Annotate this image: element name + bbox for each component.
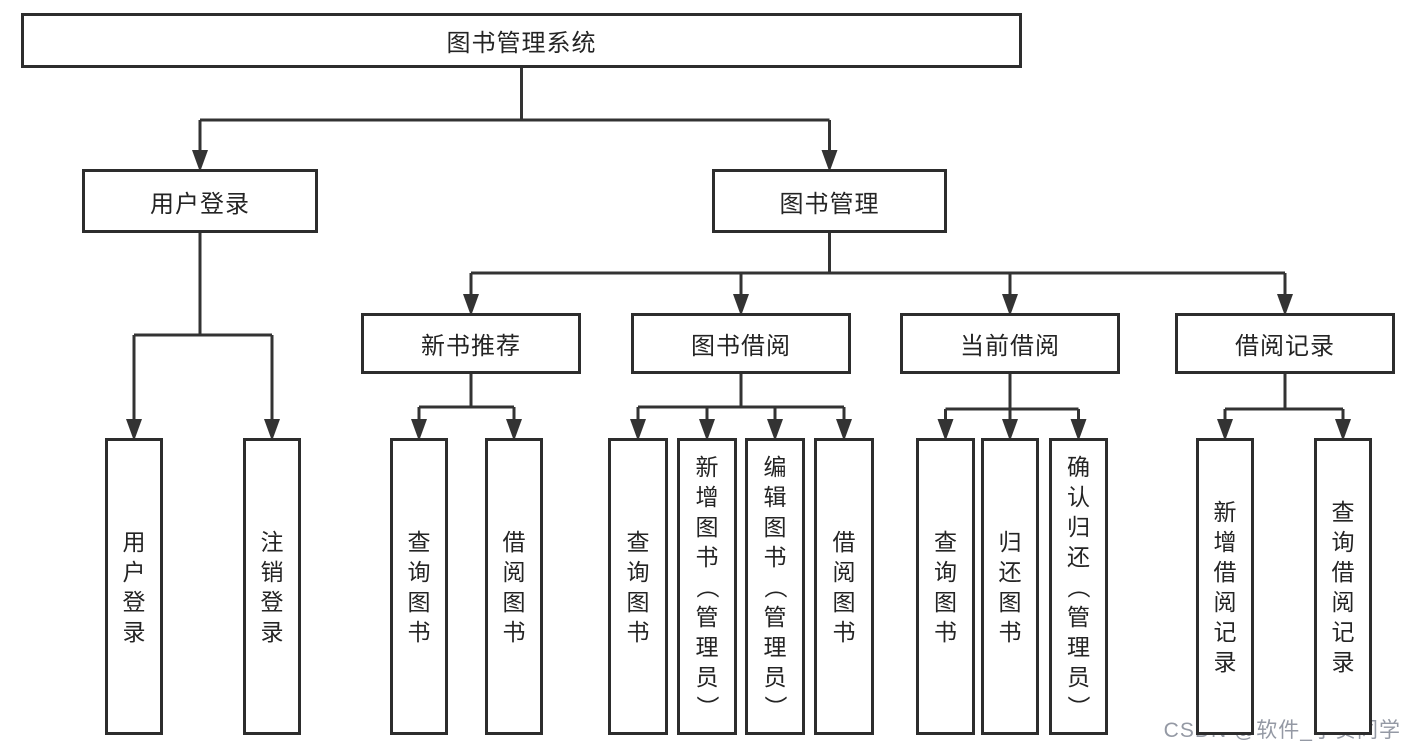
node-label: 借阅图书 <box>832 528 856 645</box>
node-br-add: 新增借阅记录 <box>1196 438 1254 735</box>
node-label: 借阅图书 <box>502 528 526 645</box>
node-label: 新增图书（管理员） <box>694 453 720 719</box>
arrowhead <box>767 419 783 441</box>
node-borrowrec: 借阅记录 <box>1175 313 1395 374</box>
arrowhead <box>264 419 280 441</box>
node-label: 借阅记录 <box>1235 333 1335 360</box>
arrowhead <box>192 150 208 172</box>
arrowhead <box>463 294 479 316</box>
node-label: 新书推荐 <box>421 333 521 360</box>
node-cb-return: 归还图书 <box>981 438 1039 735</box>
node-nb-query: 查询图书 <box>390 438 448 735</box>
node-cb-confirm: 确认归还（管理员） <box>1049 438 1108 735</box>
node-label: 查询图书 <box>407 528 431 645</box>
node-bookmgmt: 图书管理 <box>712 169 947 233</box>
node-newbook: 新书推荐 <box>361 313 581 374</box>
node-cb-query: 查询图书 <box>916 438 975 735</box>
node-label: 确认归还（管理员） <box>1065 453 1092 719</box>
arrowhead <box>699 419 715 441</box>
node-login: 用户登录 <box>82 169 318 233</box>
arrowhead <box>1070 419 1087 441</box>
node-label: 查询借阅记录 <box>1331 498 1355 675</box>
arrowhead <box>411 419 427 441</box>
arrowhead <box>821 150 838 172</box>
node-label: 图书借阅 <box>691 333 791 360</box>
node-currborrow: 当前借阅 <box>900 313 1120 374</box>
node-nb-borrow: 借阅图书 <box>485 438 543 735</box>
arrowhead <box>1335 419 1351 441</box>
node-label: 注销登录 <box>260 528 284 645</box>
arrowhead <box>836 419 852 441</box>
node-br-query: 查询借阅记录 <box>1314 438 1372 735</box>
node-bb-borrow: 借阅图书 <box>814 438 874 735</box>
arrowhead <box>733 294 749 316</box>
node-bb-edit: 编辑图书（管理员） <box>745 438 805 735</box>
arrowhead <box>1277 294 1293 316</box>
node-label: 归还图书 <box>998 528 1022 645</box>
node-label: 图书管理 <box>779 190 880 218</box>
node-bb-add: 新增图书（管理员） <box>677 438 737 735</box>
node-bb-query: 查询图书 <box>608 438 668 735</box>
node-root: 图书管理系统 <box>21 13 1022 68</box>
arrowhead <box>1002 294 1018 316</box>
node-label: 用户登录 <box>150 190 250 218</box>
arrowhead <box>937 419 954 441</box>
node-label: 用户登录 <box>122 528 146 645</box>
arrowhead <box>506 419 522 441</box>
arrowhead <box>630 419 646 441</box>
node-label: 当前借阅 <box>960 333 1060 360</box>
arrowhead <box>126 419 142 441</box>
node-label: 查询图书 <box>626 528 650 645</box>
node-label: 查询图书 <box>934 528 957 645</box>
node-label: 新增借阅记录 <box>1213 498 1237 675</box>
arrowhead <box>1217 419 1233 441</box>
node-userlogin: 用户登录 <box>105 438 163 735</box>
node-label: 编辑图书（管理员） <box>762 453 788 719</box>
arrowhead <box>1002 419 1018 441</box>
node-logout: 注销登录 <box>243 438 301 735</box>
node-bookborrow: 图书借阅 <box>631 313 851 374</box>
node-label: 图书管理系统 <box>446 30 597 57</box>
